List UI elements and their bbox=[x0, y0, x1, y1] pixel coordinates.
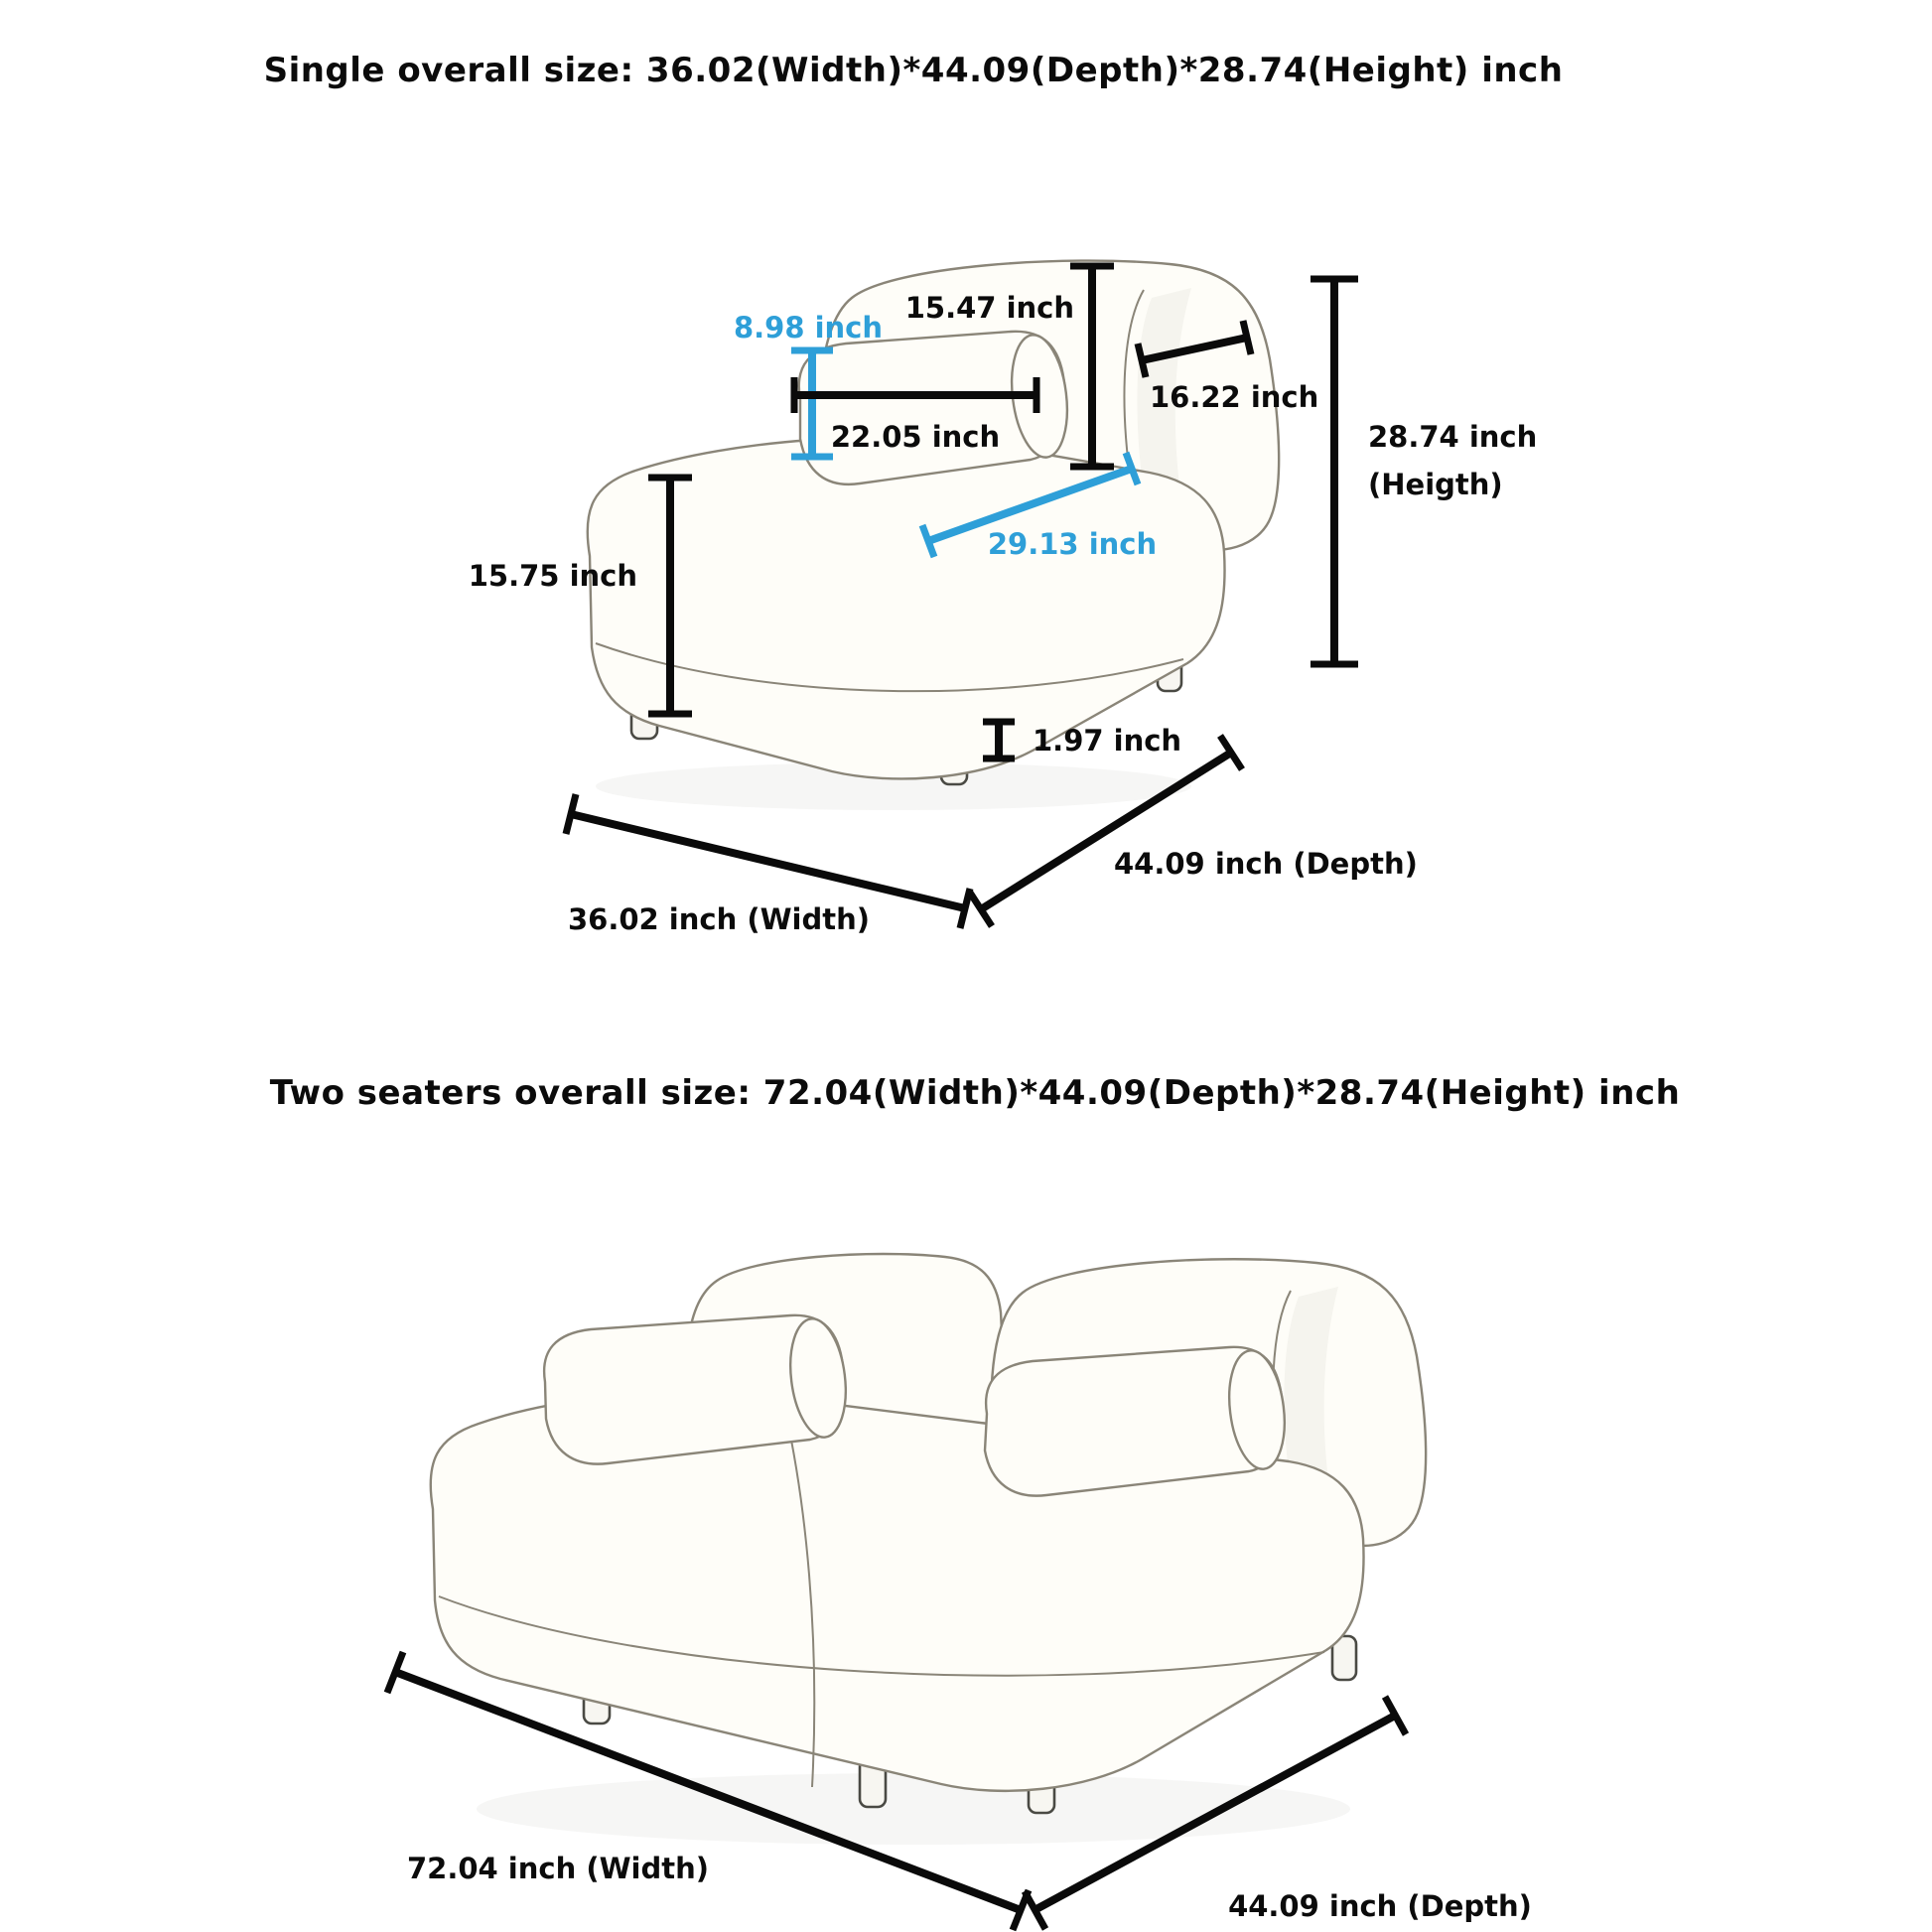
dim-single-depth: 44.09 inch (Depth) bbox=[967, 734, 1418, 928]
dim-leg-height: 1.97 inch bbox=[983, 718, 1181, 762]
dim-seat-height: 15.75 inch bbox=[469, 474, 692, 718]
single-chair-sketch bbox=[586, 259, 1281, 810]
dim-seat-depth-label: 29.13 inch bbox=[988, 527, 1157, 561]
dim-seat-depth: 29.13 inch bbox=[918, 451, 1157, 561]
dim-double-depth: 44.09 inch (Depth) bbox=[1021, 1695, 1532, 1931]
two-seater-shadow bbox=[477, 1773, 1350, 1845]
dim-leg-height-label: 1.97 inch bbox=[1033, 724, 1181, 758]
double-bolster-right-end-cap bbox=[1228, 1349, 1286, 1470]
double-leg-right bbox=[1330, 1634, 1358, 1682]
single-backrest-shade bbox=[1137, 288, 1191, 516]
double-backrest-right-shade bbox=[1284, 1287, 1338, 1511]
double-seat bbox=[429, 1390, 1365, 1793]
single-chair-shadow bbox=[596, 762, 1191, 810]
dim-bolster-diameter: 8.98 inch bbox=[734, 311, 883, 461]
dim-bolster-length-label: 22.05 inch bbox=[831, 420, 1000, 454]
dim-single-width: 36.02 inch (Width) bbox=[562, 793, 974, 936]
dim-backrest-height: 15.47 inch bbox=[905, 262, 1114, 471]
two-seater-sketch bbox=[429, 1252, 1428, 1845]
dim-seat-height-label: 15.75 inch bbox=[469, 559, 637, 593]
dim-backrest-height-label: 15.47 inch bbox=[905, 291, 1074, 325]
dim-backrest-depth: 16.22 inch bbox=[1134, 320, 1318, 414]
single-seat bbox=[586, 436, 1226, 780]
double-bolster-left-end-cap bbox=[789, 1317, 847, 1439]
dim-double-width: 72.04 inch (Width) bbox=[383, 1650, 1033, 1932]
dim-double-width-label: 72.04 inch (Width) bbox=[407, 1852, 709, 1885]
single-size-title: Single overall size: 36.02(Width)*44.09(… bbox=[264, 51, 1564, 90]
dim-overall-height-label: 28.74 inch bbox=[1368, 420, 1537, 454]
dim-single-depth-label: 44.09 inch (Depth) bbox=[1114, 847, 1418, 881]
dim-single-width-label: 36.02 inch (Width) bbox=[568, 902, 870, 936]
dim-bolster-diameter-label: 8.98 inch bbox=[734, 311, 883, 345]
dim-overall-height: 28.74 inch (Heigth) bbox=[1311, 275, 1537, 668]
two-seater-size-title: Two seaters overall size: 72.04(Width)*4… bbox=[270, 1073, 1681, 1113]
dim-double-depth-label: 44.09 inch (Depth) bbox=[1228, 1889, 1532, 1923]
double-seat-front-seam bbox=[438, 1595, 1325, 1677]
dim-backrest-depth-label: 16.22 inch bbox=[1150, 380, 1318, 414]
dim-overall-height-note: (Heigth) bbox=[1368, 468, 1503, 501]
dim-bolster-length: 22.05 inch bbox=[790, 377, 1040, 454]
